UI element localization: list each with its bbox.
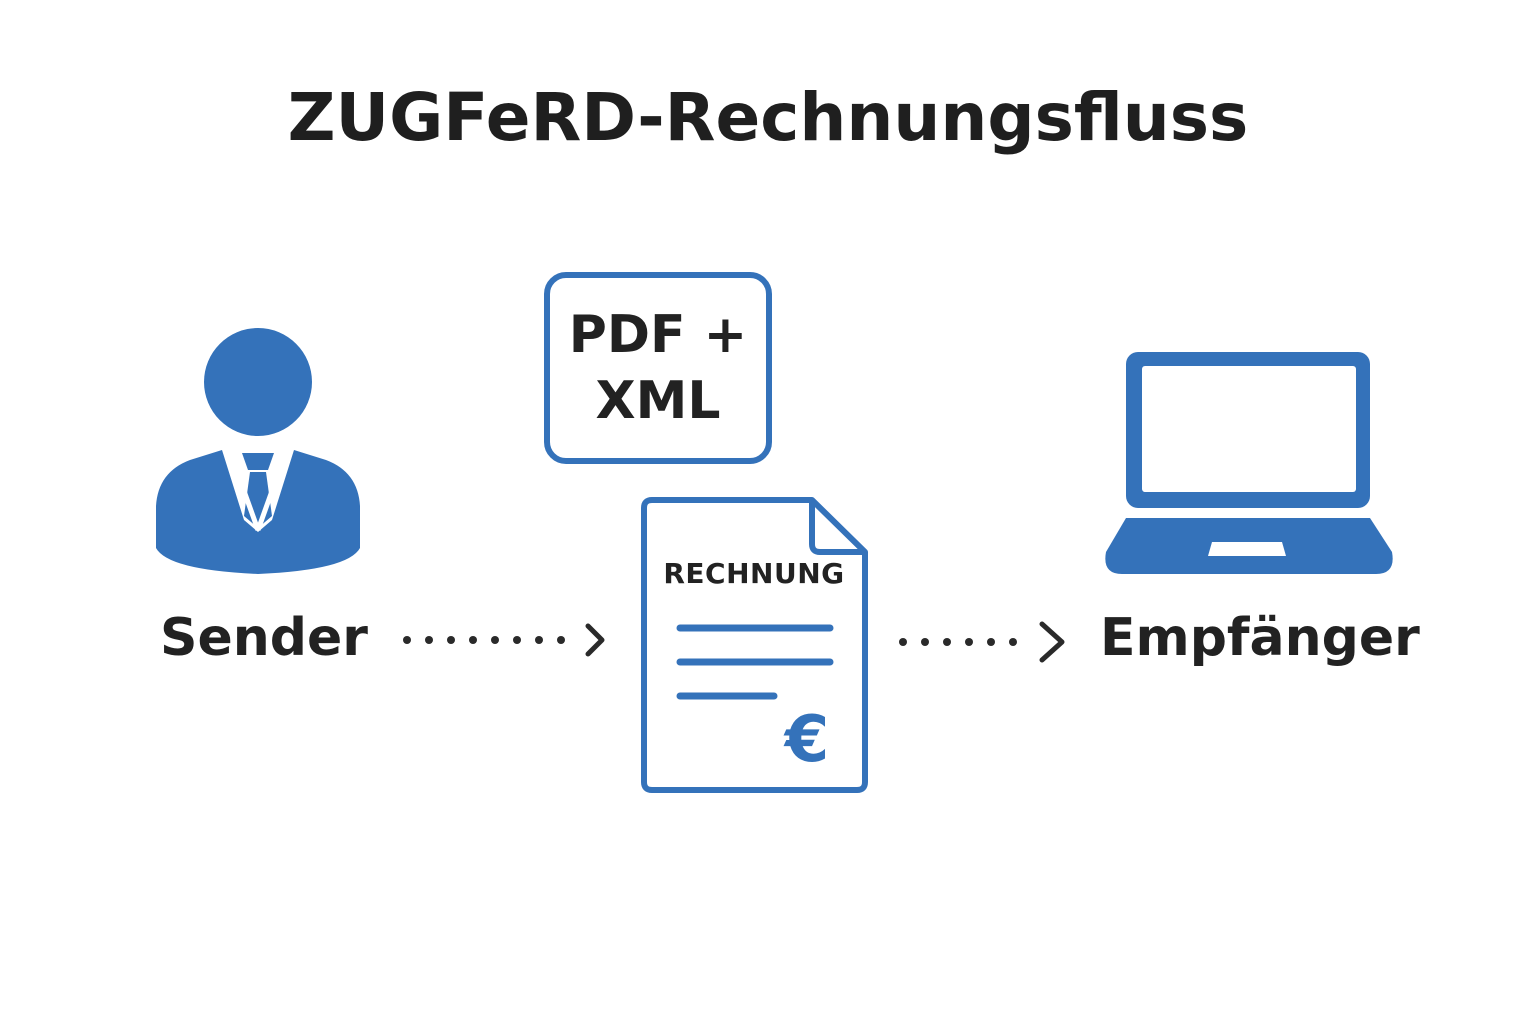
dotted-arrow-invoice-to-receiver: [899, 621, 1065, 663]
format-box: PDF + XML: [544, 272, 772, 464]
invoice-document-icon: [641, 497, 868, 793]
format-line-pdf: PDF +: [568, 305, 748, 365]
dotted-arrow-sender-to-invoice: [403, 623, 605, 657]
receiver-label: Empfänger: [1100, 608, 1420, 668]
businessman-icon: [156, 328, 360, 574]
laptop-icon: [1105, 352, 1393, 574]
diagram-title: ZUGFeRD-Rechnungsfluss: [287, 79, 1249, 156]
sender-label: Sender: [160, 608, 368, 668]
euro-icon: €: [784, 703, 830, 777]
format-line-xml: XML: [595, 371, 721, 431]
invoice-title: RECHNUNG: [663, 557, 845, 590]
